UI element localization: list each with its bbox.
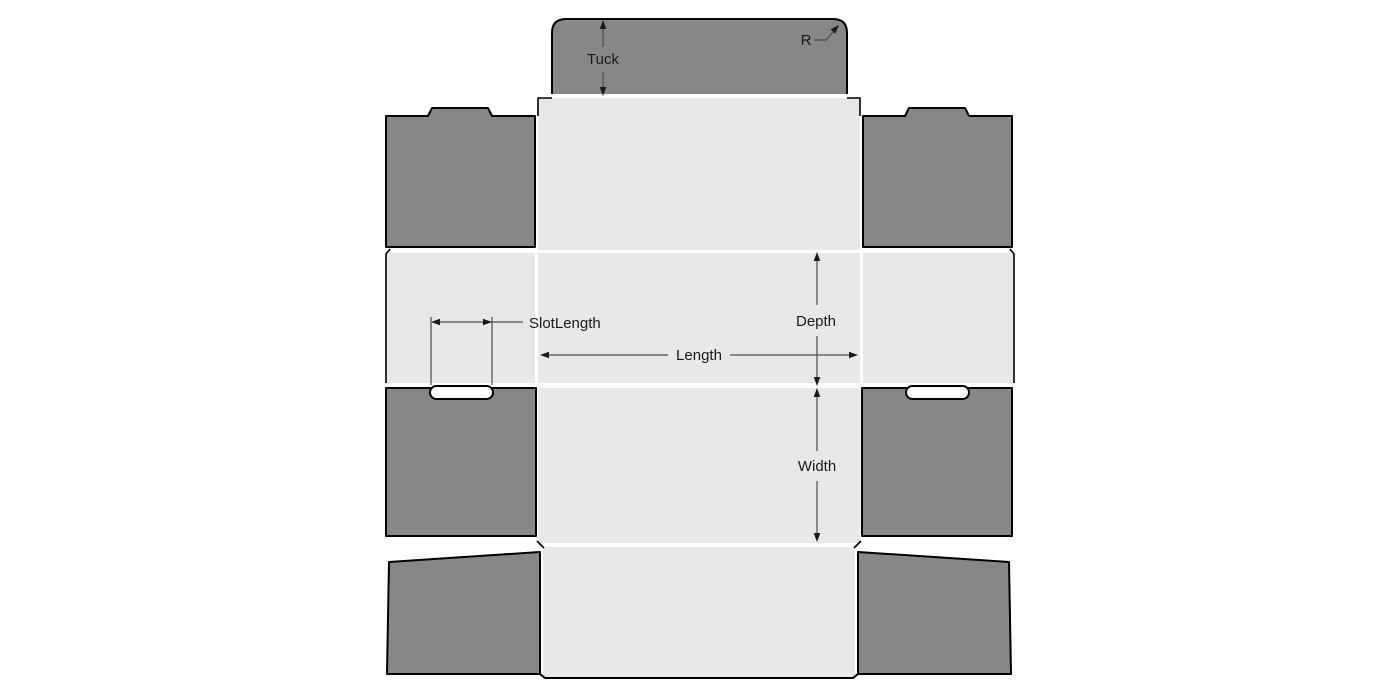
middle-right-strip [863,253,1014,383]
right-slot [905,385,970,400]
slot-length-dimension: SlotLength [430,315,601,385]
length-label: Length [676,347,722,364]
slot-length-label: SlotLength [529,315,601,332]
top-panel-right-shoulder-cut [847,97,861,116]
lower-left-dust-flap [385,387,537,537]
left-strip-edge-cut [385,248,391,383]
length-dimension: Length [540,347,858,364]
bottom-panel [543,547,855,677]
top-panel [538,98,860,250]
tuck-arrow-down-icon [599,87,607,96]
slots [429,385,970,400]
bottom-right-flap [857,551,1012,675]
upper-left-dust-flap [385,107,536,248]
lower-center-panel [538,388,860,543]
slot-length-extension-lines [430,317,493,385]
tuck-arrow-up-icon [599,20,607,29]
panels [386,98,1014,677]
depth-arrow-up-icon [813,252,821,261]
depth-dimension: Depth [796,252,836,386]
upper-right-dust-flap [862,107,1013,248]
radius-label: R [801,32,812,49]
dimension-annotations: Tuck R SlotLength Depth Leng [430,20,858,542]
cut-edges [385,97,1015,679]
width-arrow-down-icon [813,533,821,542]
lower-panel-right-corner-cut [853,540,862,549]
radius-leader-line [814,31,834,41]
length-arrow-left-icon [540,351,549,359]
flaps [385,18,1013,675]
width-label: Width [798,458,836,475]
middle-left-strip [386,253,535,383]
width-dimension: Width [798,388,836,542]
width-arrow-up-icon [813,388,821,397]
depth-label: Depth [796,313,836,330]
tuck-label: Tuck [587,51,619,68]
slot-length-arrow-left-icon [431,318,440,326]
lower-right-dust-flap [861,387,1013,537]
depth-arrow-down-icon [813,377,821,386]
slot-length-arrow-right-icon [483,318,492,326]
bottom-left-flap [386,551,541,675]
tuck-flap [551,18,848,94]
bottom-panel-edge-cut [539,673,859,679]
middle-center-panel [538,253,860,383]
corner-radius-annotation: R [801,25,839,49]
lower-panel-left-corner-cut [536,540,545,549]
left-slot [429,385,494,400]
top-panel-left-shoulder-cut [537,97,552,116]
right-strip-edge-cut [1009,248,1015,383]
length-arrow-right-icon [849,351,858,359]
tuck-dimension: Tuck [587,20,619,96]
radius-arrow-icon [830,25,839,34]
